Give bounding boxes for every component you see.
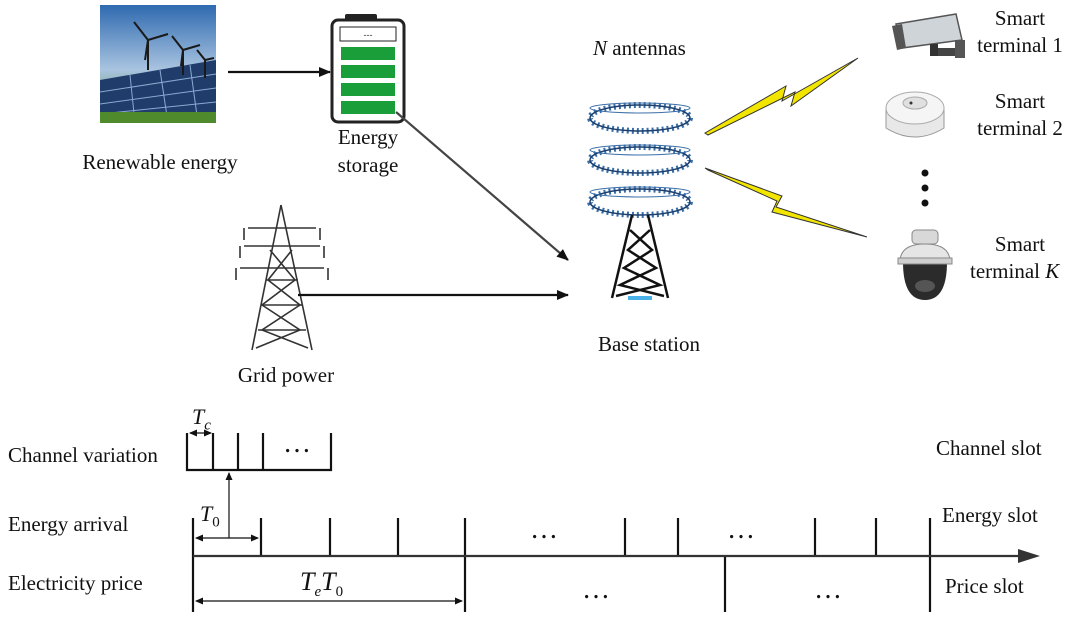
terminal-2-label-line1: Smart	[994, 89, 1046, 113]
te-main: T	[300, 567, 315, 596]
terminal-k-symbol: K	[1045, 259, 1060, 283]
antennas-label: N antennas	[593, 36, 686, 60]
energy-ellipsis-2: …	[727, 514, 755, 545]
energy-ellipsis-1: …	[530, 514, 558, 545]
t0-symbol: T0	[200, 502, 220, 534]
energy-storage-label-line1: Energy	[337, 125, 399, 149]
antenna-ring	[587, 144, 693, 176]
wireless-link-lightning-2	[704, 167, 868, 238]
tc-sub: c	[204, 417, 211, 434]
smart-terminal-k-dome-camera-icon	[897, 229, 953, 300]
terminal-2-label-line2: terminal 2	[977, 116, 1063, 140]
terminal-k-label-line1: Smart	[994, 232, 1046, 256]
flow-arrows	[228, 67, 569, 300]
energy-storage-battery-icon	[330, 14, 406, 124]
channel-slot-label: Channel slot	[936, 436, 1042, 460]
terminal-k-label-line2: terminal K	[970, 259, 1059, 283]
smart-terminal-1-camera-icon	[892, 13, 965, 58]
energy-storage-label-line2: storage	[337, 153, 399, 177]
antenna-ring	[587, 102, 693, 134]
te-main2: T	[321, 567, 336, 596]
base-station-label: Base station	[597, 332, 701, 356]
battery-display-text: ---	[364, 30, 373, 40]
smart-terminal-2-detector-icon	[885, 91, 945, 138]
channel-variation-label: Channel variation	[8, 443, 158, 467]
terminal-1-label-line1: Smart	[994, 6, 1046, 30]
terminal-k-text: terminal	[970, 259, 1040, 283]
wireless-link-lightning-1	[704, 57, 859, 136]
channel-ellipsis: …	[283, 428, 311, 459]
channel-slots	[185, 433, 333, 472]
price-ellipsis-1: …	[582, 574, 610, 605]
renewable-energy-label: Renewable energy	[82, 150, 238, 174]
storage-to-base-station-arrow	[395, 111, 569, 261]
tc-main: T	[192, 404, 205, 429]
terminal-ellipsis-dots	[921, 169, 929, 207]
te-sub: e	[314, 584, 322, 601]
antenna-ring	[587, 186, 693, 218]
antennas-symbol: N	[593, 36, 608, 60]
electricity-price-label: Electricity price	[8, 571, 143, 595]
price-slot-label: Price slot	[945, 574, 1024, 598]
grid-power-tower-icon	[235, 204, 329, 351]
grid-power-label: Grid power	[237, 363, 335, 387]
tet0-symbol: TeT0	[300, 568, 343, 606]
antennas-text: antennas	[607, 36, 686, 60]
t0-main: T	[200, 501, 213, 526]
price-ellipsis-2: …	[814, 574, 842, 605]
timeline	[185, 429, 1040, 612]
energy-arrival-label: Energy arrival	[8, 512, 129, 536]
base-station-icon	[587, 102, 693, 300]
renewable-energy-image	[99, 5, 217, 124]
te-sub2: 0	[335, 584, 344, 601]
t0-sub: 0	[212, 514, 220, 531]
energy-slot-label: Energy slot	[942, 503, 1038, 527]
terminal-1-label-line2: terminal 1	[977, 33, 1063, 57]
tc-symbol: Tc	[192, 405, 211, 437]
